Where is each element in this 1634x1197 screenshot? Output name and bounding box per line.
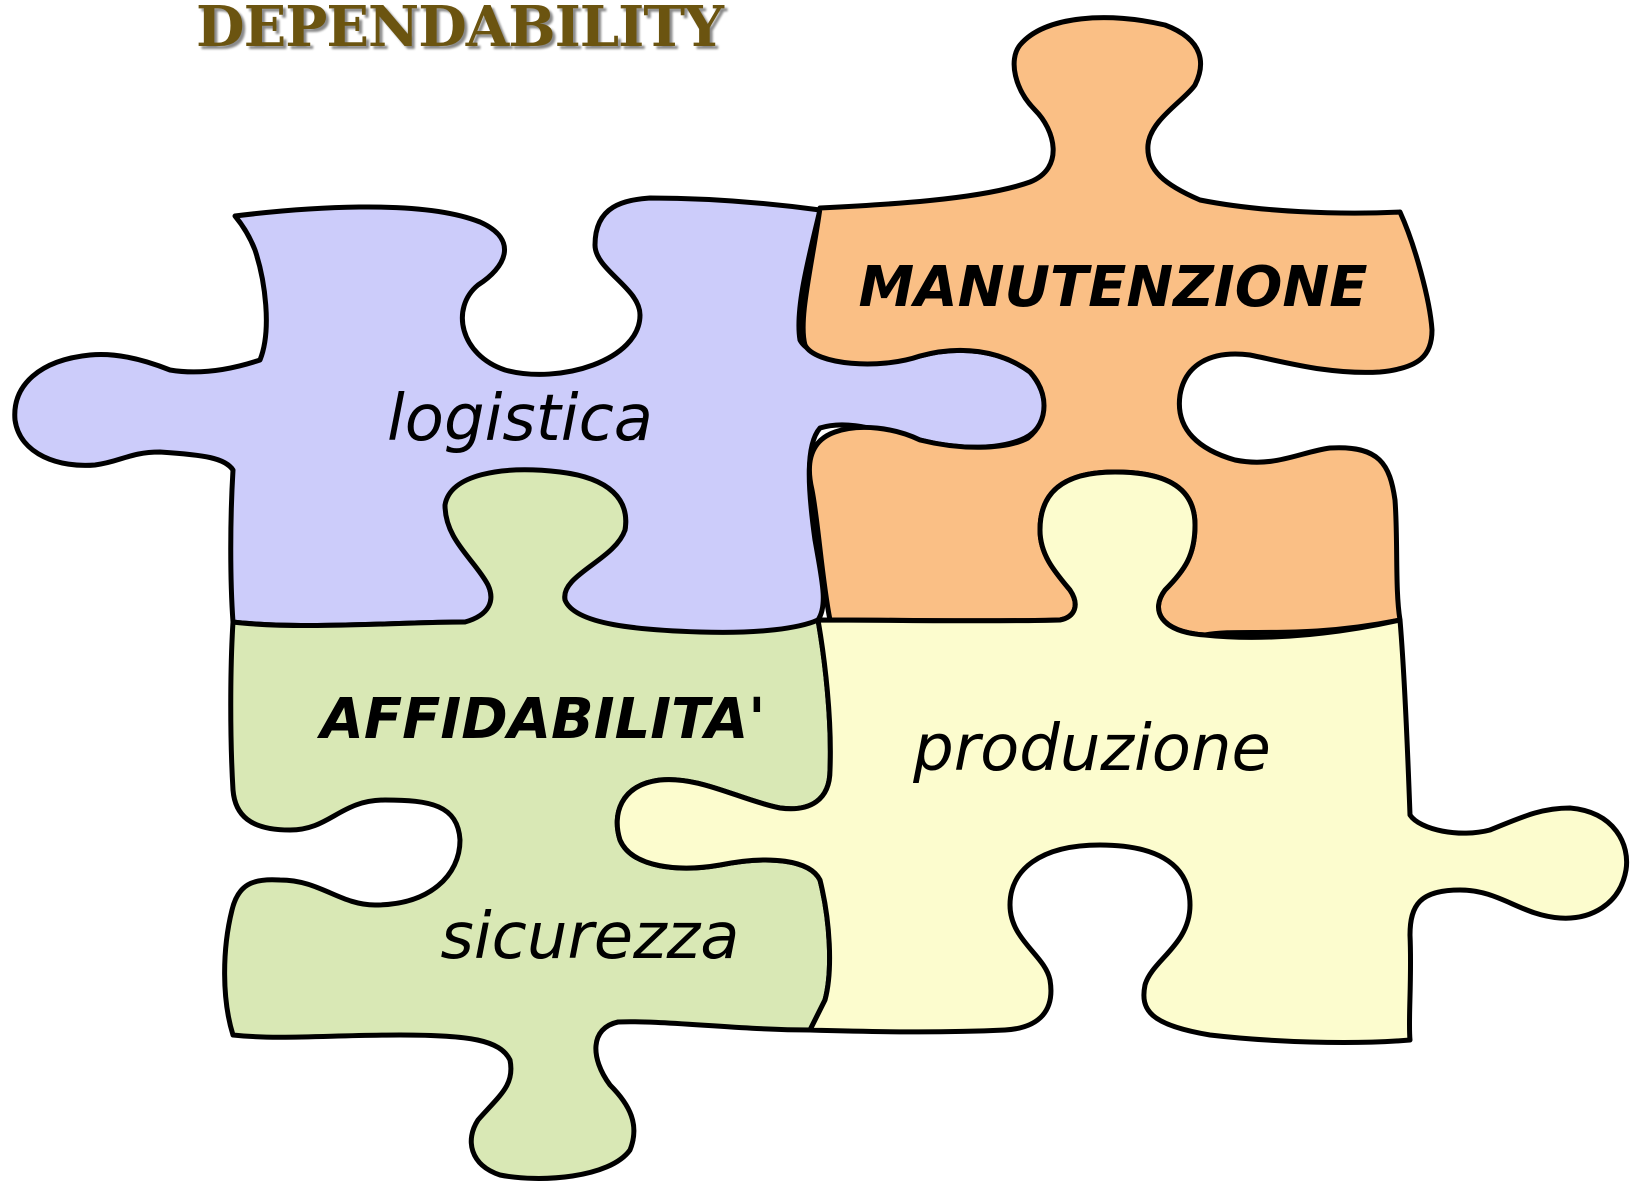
label-manutenzione: MANUTENZIONE [859,255,1368,320]
label-produzione: produzione [912,712,1271,786]
puzzle-piece-manutenzione [800,15,1435,638]
label-sicurezza: sicurezza [441,900,740,974]
label-affidabilita: AFFIDABILITA' [317,687,766,752]
label-logistica: logistica [387,382,653,456]
diagram-title: DEPENDABILITY [196,0,724,60]
puzzle-piece-produzione [614,469,1630,1045]
